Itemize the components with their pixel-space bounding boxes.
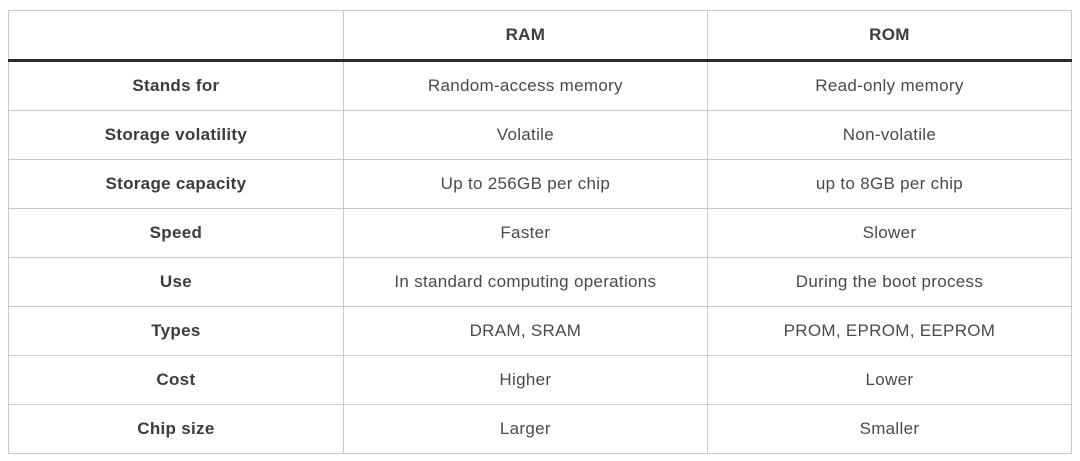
- rom-value-cell: Read-only memory: [706, 60, 1073, 111]
- rom-value-cell: Lower: [706, 355, 1073, 405]
- rom-value-cell: Smaller: [706, 404, 1073, 454]
- ram-value-cell: Volatile: [342, 110, 708, 160]
- row-label-cell: Types: [8, 306, 344, 356]
- ram-value-cell: Higher: [342, 355, 708, 405]
- ram-value-cell: In standard computing operations: [342, 257, 708, 307]
- header-cell-ram: RAM: [342, 10, 708, 62]
- rom-value-cell: PROM, EPROM, EEPROM: [706, 306, 1073, 356]
- rom-value-cell: Slower: [706, 208, 1073, 258]
- rom-value-cell: up to 8GB per chip: [706, 159, 1073, 209]
- rom-value-cell: During the boot process: [706, 257, 1073, 307]
- row-label-cell: Stands for: [8, 60, 344, 111]
- table-row-types: Types DRAM, SRAM PROM, EPROM, EEPROM: [8, 306, 1073, 356]
- row-label-cell: Use: [8, 257, 344, 307]
- row-label-cell: Storage volatility: [8, 110, 344, 160]
- ram-value-cell: Random-access memory: [342, 60, 708, 111]
- header-cell-rom: ROM: [706, 10, 1073, 62]
- table-row-cost: Cost Higher Lower: [8, 355, 1073, 405]
- header-cell-blank: [8, 10, 344, 62]
- table-row-stands-for: Stands for Random-access memory Read-onl…: [8, 60, 1073, 111]
- rom-value-cell: Non-volatile: [706, 110, 1073, 160]
- ram-value-cell: Up to 256GB per chip: [342, 159, 708, 209]
- row-label-cell: Storage capacity: [8, 159, 344, 209]
- table-row-chip-size: Chip size Larger Smaller: [8, 404, 1073, 454]
- table-row-use: Use In standard computing operations Dur…: [8, 257, 1073, 307]
- table-row-storage-volatility: Storage volatility Volatile Non-volatile: [8, 110, 1073, 160]
- header-row: RAM ROM: [8, 10, 1073, 62]
- row-label-cell: Cost: [8, 355, 344, 405]
- ram-value-cell: DRAM, SRAM: [342, 306, 708, 356]
- ram-value-cell: Faster: [342, 208, 708, 258]
- ram-rom-comparison-table: RAM ROM Stands for Random-access memory …: [8, 10, 1073, 454]
- table-row-speed: Speed Faster Slower: [8, 208, 1073, 258]
- row-label-cell: Speed: [8, 208, 344, 258]
- ram-value-cell: Larger: [342, 404, 708, 454]
- table-row-storage-capacity: Storage capacity Up to 256GB per chip up…: [8, 159, 1073, 209]
- row-label-cell: Chip size: [8, 404, 344, 454]
